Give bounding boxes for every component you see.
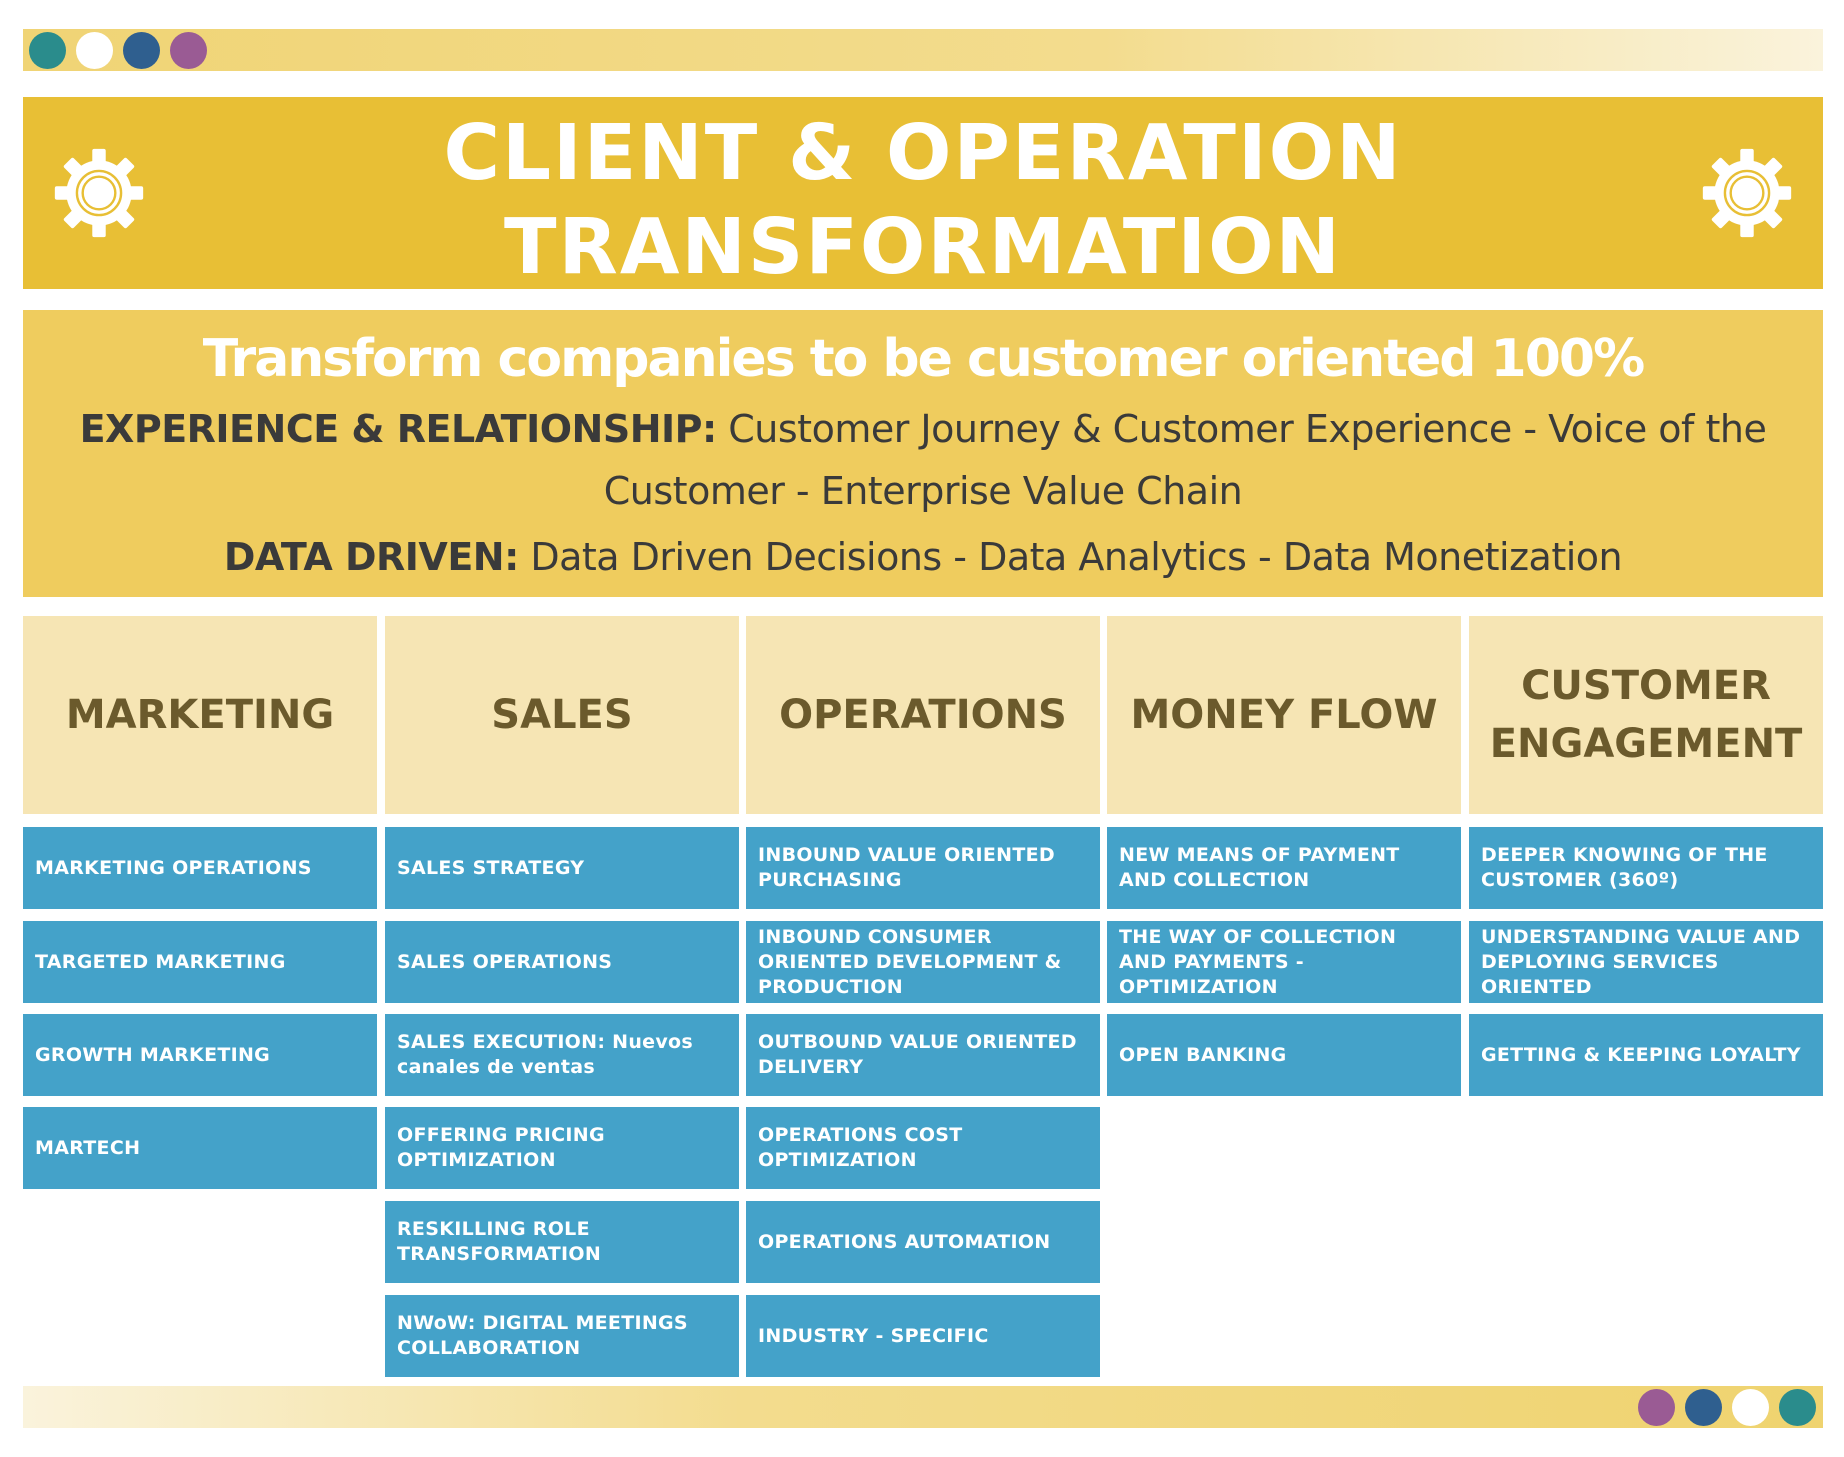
item-growth-marketing: GROWTH MARKETING <box>23 1014 377 1096</box>
item-outbound-value-delivery: OUTBOUND VALUE ORIENTED DELIVERY <box>746 1014 1100 1096</box>
item-offering-pricing: OFFERING PRICING OPTIMIZATION <box>385 1107 739 1189</box>
dot-teal <box>1779 1389 1816 1426</box>
dot-white <box>1732 1389 1769 1426</box>
item-collection-payments-optimization: THE WAY OF COLLECTION AND PAYMENTS - OPT… <box>1107 921 1461 1003</box>
dot-white <box>76 32 113 69</box>
experience-description: EXPERIENCE & RELATIONSHIP: Customer Jour… <box>33 398 1813 522</box>
item-sales-strategy: SALES STRATEGY <box>385 827 739 909</box>
item-operations-automation: OPERATIONS AUTOMATION <box>746 1201 1100 1283</box>
tagline: Transform companies to be customer orien… <box>202 329 1645 389</box>
item-inbound-value-purchasing: INBOUND VALUE ORIENTED PURCHASING <box>746 827 1100 909</box>
title-line-2: TRANSFORMATION <box>504 203 1342 292</box>
item-deeper-knowing-customer: DEEPER KNOWING OF THE CUSTOMER (360º) <box>1469 827 1823 909</box>
item-getting-keeping-loyalty: GETTING & KEEPING LOYALTY <box>1469 1014 1823 1096</box>
title-banner: CLIENT & OPERATION TRANSFORMATION <box>23 97 1823 292</box>
item-industry-specific: INDUSTRY - SPECIFIC <box>746 1295 1100 1377</box>
column-header-operations: OPERATIONS <box>746 616 1100 814</box>
item-martech: MARTECH <box>23 1107 377 1189</box>
data-driven-text: Data Driven Decisions - Data Analytics -… <box>518 535 1623 579</box>
column-header-marketing: MARKETING <box>23 616 377 814</box>
dot-teal <box>29 32 66 69</box>
item-reskilling-role: RESKILLING ROLE TRANSFORMATION <box>385 1201 739 1283</box>
top-decorative-bar <box>23 29 1823 71</box>
item-understanding-value: UNDERSTANDING VALUE AND DEPLOYING SERVIC… <box>1469 921 1823 1003</box>
data-driven-label: DATA DRIVEN: <box>223 535 519 579</box>
item-operations-cost: OPERATIONS COST OPTIMIZATION <box>746 1107 1100 1189</box>
gear-icon <box>1702 148 1792 238</box>
experience-text: Customer Journey & Customer Experience -… <box>603 407 1767 513</box>
item-open-banking: OPEN BANKING <box>1107 1014 1461 1096</box>
data-driven-description: DATA DRIVEN: Data Driven Decisions - Dat… <box>33 526 1813 588</box>
gear-icon <box>54 148 144 238</box>
column-header-money-flow: MONEY FLOW <box>1107 616 1461 814</box>
dot-purple <box>1638 1389 1675 1426</box>
title-line-1: CLIENT & OPERATION <box>443 109 1403 198</box>
experience-label: EXPERIENCE & RELATIONSHIP: <box>79 407 718 451</box>
column-header-customer-engagement: CUSTOMER ENGAGEMENT <box>1469 616 1823 814</box>
item-inbound-consumer-development: INBOUND CONSUMER ORIENTED DEVELOPMENT & … <box>746 921 1100 1003</box>
column-header-sales: SALES <box>385 616 739 814</box>
item-sales-execution: SALES EXECUTION: Nuevos canales de venta… <box>385 1014 739 1096</box>
item-targeted-marketing: TARGETED MARKETING <box>23 921 377 1003</box>
subtitle-banner: Transform companies to be customer orien… <box>23 310 1823 597</box>
bottom-decorative-bar <box>23 1386 1823 1428</box>
dot-navy <box>1685 1389 1722 1426</box>
dot-navy <box>123 32 160 69</box>
dot-purple <box>170 32 207 69</box>
item-new-means-payment: NEW MEANS OF PAYMENT AND COLLECTION <box>1107 827 1461 909</box>
item-marketing-operations: MARKETING OPERATIONS <box>23 827 377 909</box>
page-title: CLIENT & OPERATION TRANSFORMATION <box>23 107 1823 295</box>
item-sales-operations: SALES OPERATIONS <box>385 921 739 1003</box>
item-nwow-digital-meetings: NWoW: DIGITAL MEETINGS COLLABORATION <box>385 1295 739 1377</box>
